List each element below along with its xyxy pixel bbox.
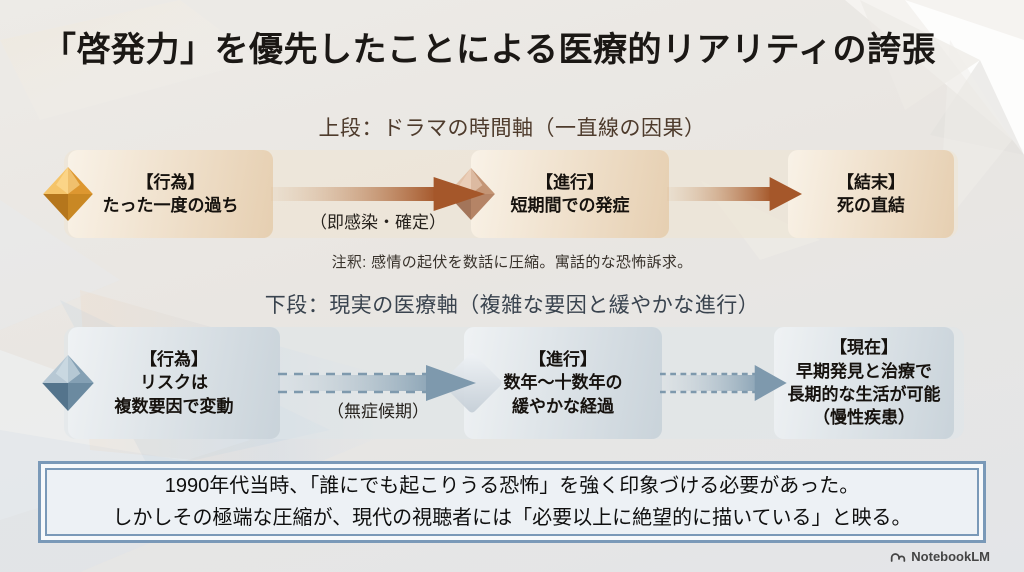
reality-arrow-2 <box>660 327 788 439</box>
gold-diamond-icon <box>41 164 95 224</box>
drama-step-ending: 【結末】 死の直結 <box>788 150 954 238</box>
solid-arrow-icon <box>667 177 802 211</box>
conclusion-line-1: 1990年代当時、「誰にでも起こりうる恐怖」を強く印象づける必要があった。 <box>164 475 860 497</box>
notebooklm-logo-icon <box>891 552 906 562</box>
drama-arrow-2 <box>667 150 802 238</box>
brand-badge: NotebookLM <box>890 549 990 564</box>
dashed-arrow-icon <box>660 365 787 401</box>
brand-label: NotebookLM <box>911 549 990 564</box>
drama-step-action-text: 【行為】 たった一度の過ち <box>102 172 239 215</box>
drama-arrow-1-label: （即感染・確定） <box>310 213 446 232</box>
conclusion-callout: 1990年代当時、「誰にでも起こりうる恐怖」を強く印象づける必要があった。 しか… <box>38 461 986 543</box>
blue-diamond-icon <box>40 352 96 414</box>
reality-step-action: 【行為】 リスクは 複数要因で変動 <box>42 327 280 439</box>
conclusion-line-2: しかしその極端な圧縮が、現代の視聴者には「必要以上に絶望的に描いている」と映る。 <box>112 507 912 529</box>
drama-step-action: 【行為】 たった一度の過ち <box>43 150 273 238</box>
drama-section-header: 上段：ドラマの時間軸（一直線の因果） <box>318 117 706 140</box>
reality-arrow-1-label: （無症候期） <box>327 402 429 421</box>
drama-arrow-1: （即感染・確定） <box>271 150 485 238</box>
drama-step-progress-text: 【進行】 短期間での発症 <box>510 172 630 215</box>
reality-step-progress: 【進行】 数年〜十数年の 緩やかな経過 <box>440 327 662 439</box>
drama-flow-row: 【行為】 たった一度の過ち （即感染・確定） 【進行】 短期間 <box>43 150 954 238</box>
drama-annotation: 注釈: 感情の起伏を数話に圧縮。寓話的な恐怖訴求。 <box>331 254 693 271</box>
slide-title: 「啓発力」を優先したことによる医療的リアリティの誇張 <box>42 31 936 69</box>
reality-step-action-text: 【行為】 リスクは 複数要因で変動 <box>114 349 234 416</box>
reality-step-present: 【現在】 早期発見と治療で 長期的な生活が可能 （慢性疾患） <box>774 327 954 439</box>
solid-arrow-icon <box>271 177 485 211</box>
reality-flow-row: 【行為】 リスクは 複数要因で変動 （無症候期） 【進行】 数年〜十数年の 緩や… <box>42 327 954 439</box>
drama-step-progress: 【進行】 短期間での発症 <box>447 150 669 238</box>
reality-arrow-1: （無症候期） <box>278 327 478 439</box>
reality-step-present-text: 【現在】 早期発見と治療で 長期的な生活が可能 （慢性疾患） <box>787 338 941 428</box>
conclusion-callout-inner: 1990年代当時、「誰にでも起こりうる恐怖」を強く印象づける必要があった。 しか… <box>45 468 979 536</box>
reality-step-progress-text: 【進行】 数年〜十数年の 緩やかな経過 <box>503 349 623 416</box>
reality-section-header: 下段：現実の医療軸（複雑な要因と緩やかな進行） <box>264 294 760 317</box>
drama-step-ending-text: 【結末】 死の直結 <box>837 172 905 215</box>
